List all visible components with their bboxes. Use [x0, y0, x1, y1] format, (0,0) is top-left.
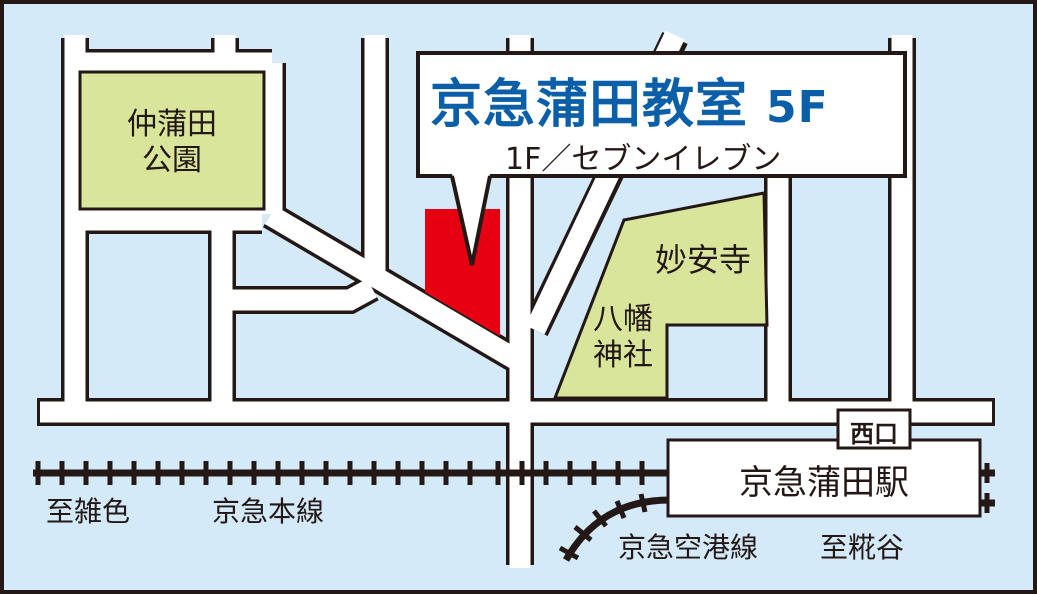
temple-shrine-area [552, 191, 769, 400]
main-line-direction-label: 至雑色 [46, 495, 131, 528]
railway-airport-line [558, 493, 671, 562]
main-line-label: 京急本線 [212, 495, 325, 528]
callout-pointer-icon [452, 174, 490, 265]
railway-main-line [33, 461, 995, 513]
classroom-title: 京急蒲田教室 5F [430, 62, 829, 137]
roads [37, 30, 995, 568]
shrine-label-line1: 八幡 [593, 302, 653, 337]
airport-line-direction-label: 至糀谷 [820, 531, 905, 564]
shrine-label-line2: 神社 [593, 338, 653, 373]
classroom-name: 京急蒲田教室 [430, 75, 749, 135]
callout [416, 51, 907, 266]
shrine-label: 八幡 神社 [588, 302, 658, 374]
park-label-line1: 仲蒲田 [127, 107, 217, 142]
temple-label: 妙安寺 [655, 241, 752, 279]
west-exit-box [836, 408, 912, 450]
airport-line-label: 京急空港線 [618, 531, 759, 564]
classroom-subtitle: 1F／セブンイレブン [505, 142, 782, 177]
station-exit-label: 西口 [850, 420, 898, 448]
target-building-icon [425, 209, 500, 336]
station-name: 京急蒲田駅 [739, 463, 909, 503]
station-building [666, 438, 982, 518]
park-label: 仲蒲田 公園 [100, 107, 244, 179]
park-area [78, 70, 266, 211]
classroom-floor: 5F [766, 82, 829, 133]
park-label-line2: 公園 [142, 143, 202, 178]
